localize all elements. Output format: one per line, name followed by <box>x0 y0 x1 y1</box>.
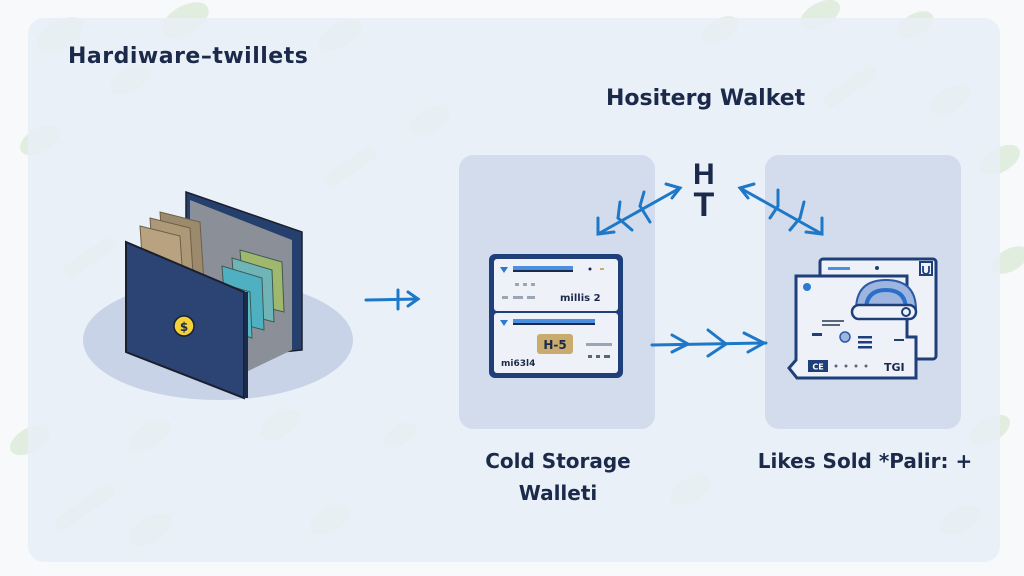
corner-text: TGI <box>884 361 905 374</box>
gold-badge <box>537 334 573 354</box>
coin-icon <box>173 315 195 337</box>
secure-wallet-card-graphic: CE TGI <box>787 257 938 380</box>
cold-storage-card-graphic: millis 2 H-5 mi63l4 <box>489 254 623 378</box>
magnet-icon <box>922 266 930 275</box>
triple-arrow-right-icon <box>650 328 768 358</box>
hosting-wallet-title: Hositerg Walket <box>606 86 806 111</box>
gold-badge-text: H-5 <box>543 338 566 352</box>
center-glyph-h: H <box>693 158 715 191</box>
shield-icon-2 <box>500 320 508 326</box>
shield-dot-icon <box>803 283 811 291</box>
secure-wallet-label: Likes Sold *Palir: + <box>757 449 973 473</box>
hardware-wallet-drawer-illustration: $ <box>83 190 353 400</box>
feather-arrow-left-icon <box>596 182 683 236</box>
user-lock-icon <box>839 331 851 343</box>
shield-icon <box>500 267 508 273</box>
center-glyph-t: T <box>693 186 715 224</box>
lock-icon <box>850 278 918 321</box>
cold-storage-label-line2: Walleti <box>518 481 598 505</box>
arrow-right-icon <box>364 288 421 311</box>
hardware-wallets-title: Hardiware–twillets <box>68 44 309 69</box>
coin-symbol: $ <box>180 320 188 334</box>
center-ht-glyph: H T <box>693 158 715 224</box>
ce-tag <box>808 360 828 372</box>
ce-tag-text: CE <box>812 363 823 372</box>
cold-storage-label: Cold Storage Walleti <box>458 447 658 507</box>
top-panel-text: millis 2 <box>560 293 601 304</box>
bottom-panel-text: mi63l4 <box>501 359 535 369</box>
feather-arrow-right-icon <box>737 182 824 236</box>
cold-storage-label-line1: Cold Storage <box>485 449 631 473</box>
